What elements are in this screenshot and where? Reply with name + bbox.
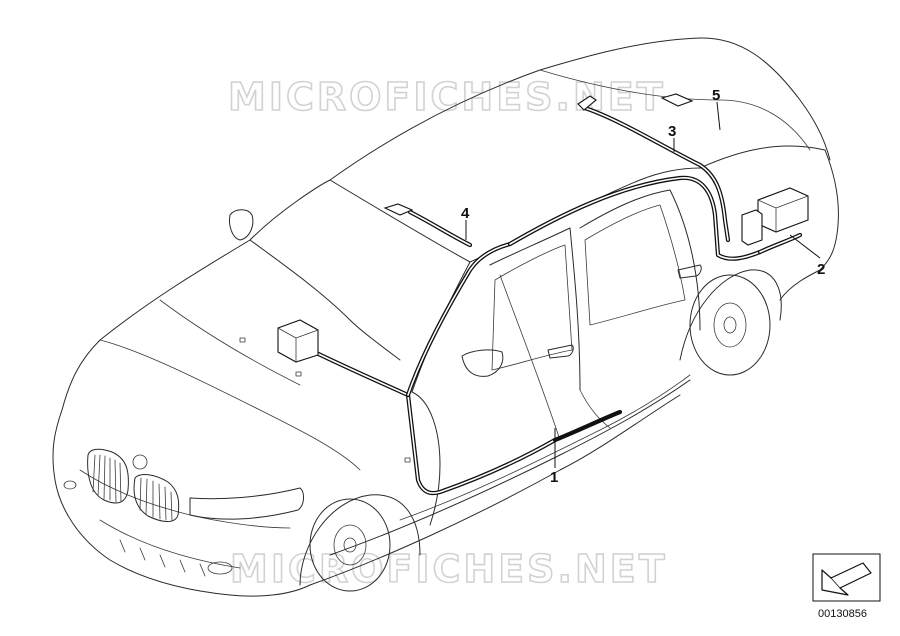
direction-arrow-icon	[812, 553, 881, 602]
document-number: 00130856	[818, 608, 867, 620]
callout-3: 3	[668, 123, 676, 140]
roof-antenna-rear	[660, 93, 694, 107]
front-control-module	[277, 319, 319, 363]
callout-1: 1	[550, 469, 558, 486]
callout-2: 2	[817, 261, 825, 278]
kidney-grille	[87, 448, 180, 522]
roof-strip-connector	[577, 95, 597, 111]
callout-labels: 1 2 3 4 5	[461, 87, 825, 486]
callout-leaders	[465, 101, 821, 468]
car-illustration	[52, 37, 839, 597]
wiring-harness	[297, 105, 803, 496]
watermark-bottom: MICROFICHES.NET	[230, 547, 668, 591]
rear-control-module	[741, 187, 809, 246]
callout-4: 4	[461, 205, 470, 222]
roof-antenna-front	[383, 203, 414, 216]
callout-5: 5	[712, 87, 720, 104]
